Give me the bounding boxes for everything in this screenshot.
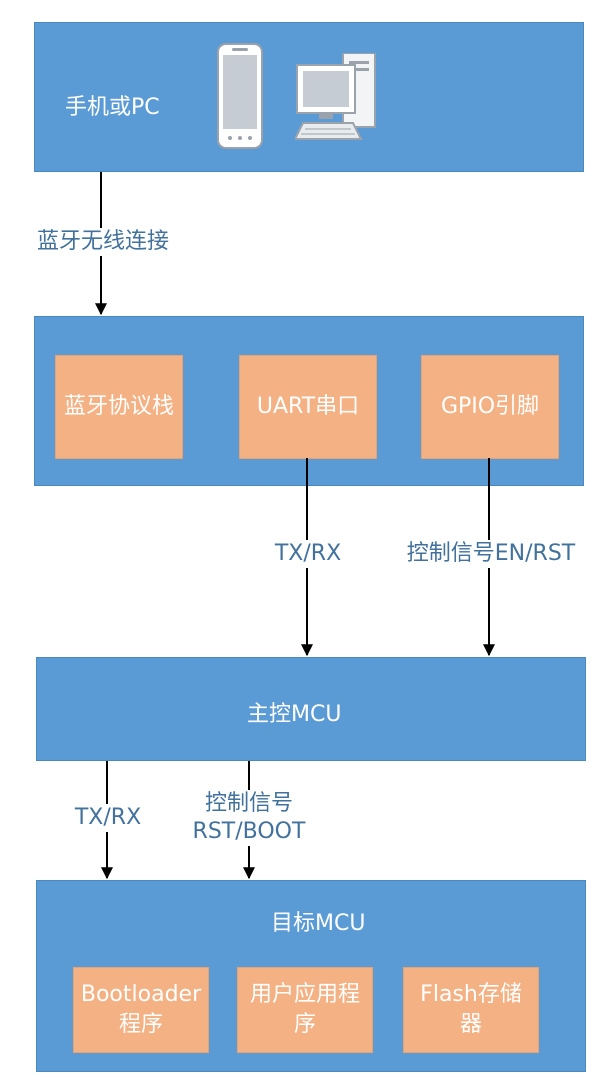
target-item-user-app: 用户应用程 序 [237,967,373,1053]
edge-label-main-txrx: TX/RX [70,804,146,832]
host-label: 手机或PC [65,95,160,120]
edge-label-gpio-ctrl: 控制信号EN/RST [396,540,586,568]
main-mcu-label: 主控MCU [247,702,342,727]
module-item-bt-stack: 蓝牙协议栈 [55,355,183,459]
module-item-uart: UART串口 [239,355,377,459]
target-mcu-block: 目标MCU Bootloader 程序 用户应用程 序 Flash存储 器 [36,880,586,1072]
edge-label-main-ctrl-line2: RST/BOOT [192,819,306,844]
phone-icon [217,43,263,149]
module-item-gpio: GPIO引脚 [421,355,559,459]
computer-icon [295,53,376,140]
edge-label-main-ctrl: 控制信号 RST/BOOT [186,790,312,846]
bluetooth-module-block: 蓝牙协议栈 UART串口 GPIO引脚 [34,316,584,486]
target-item-flash: Flash存储 器 [403,967,539,1053]
edge-label-main-ctrl-line1: 控制信号 [204,791,293,816]
target-mcu-label: 目标MCU [271,911,366,936]
edge-label-bluetooth: 蓝牙无线连接 [30,228,176,256]
host-block: 手机或PC [34,22,584,172]
edge-label-uart-txrx: TX/RX [268,540,348,568]
main-mcu-block: 主控MCU [36,657,586,761]
target-item-bootloader: Bootloader 程序 [73,967,209,1053]
